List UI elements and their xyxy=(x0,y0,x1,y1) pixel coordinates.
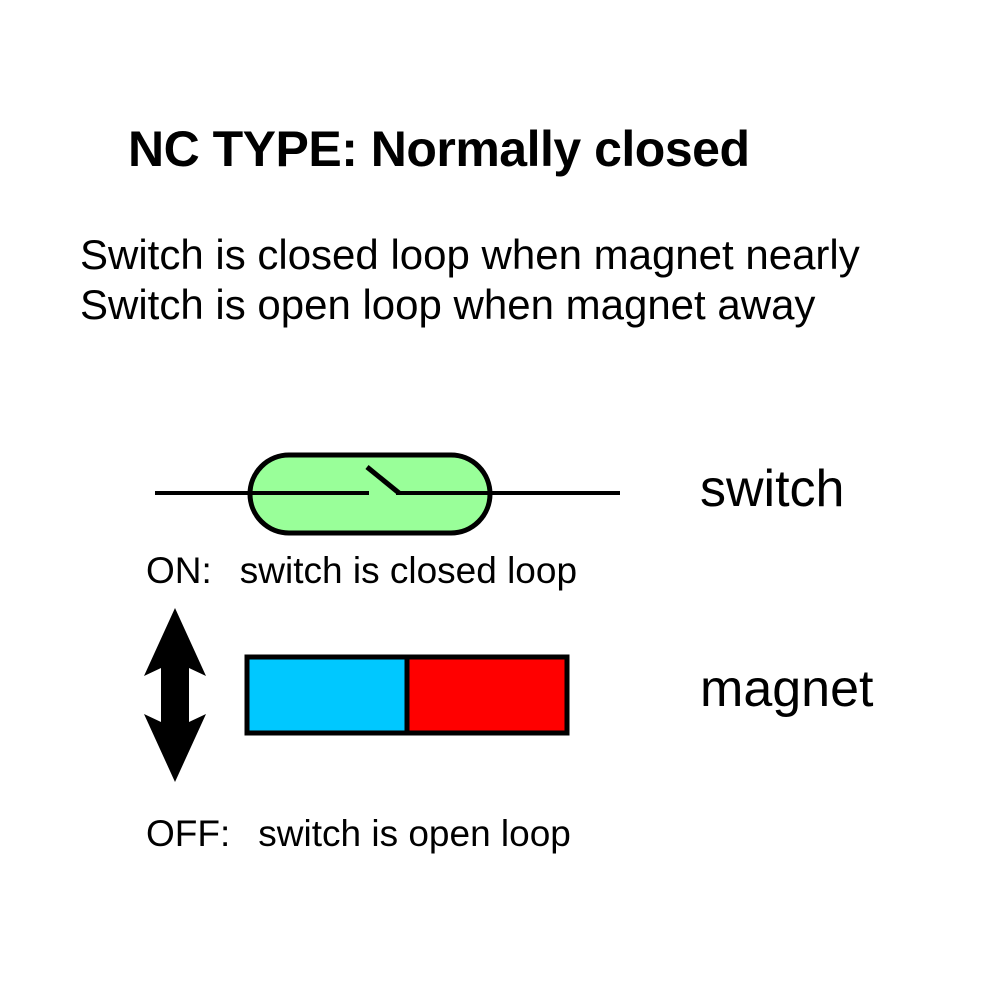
state-off-description: switch is open loop xyxy=(258,813,571,854)
state-on-key: ON: xyxy=(146,550,212,591)
vertical-double-arrow-icon xyxy=(144,608,206,782)
switch-label: switch xyxy=(700,460,845,518)
subtitle-line-1: Switch is closed loop when magnet nearly xyxy=(80,231,860,278)
state-on-description: switch is closed loop xyxy=(239,550,578,591)
magnet-pole-red[interactable] xyxy=(404,654,570,736)
subtitle-line-2: Switch is open loop when magnet away xyxy=(80,281,816,328)
switch-contact-blade[interactable] xyxy=(365,465,401,495)
state-row-off: OFF: switch is open loop xyxy=(146,815,571,852)
state-off-key: OFF: xyxy=(146,813,231,854)
reed-switch-capsule[interactable] xyxy=(247,452,493,536)
page-title: NC TYPE: Normally closed xyxy=(128,121,750,177)
subtitle-block: Switch is closed loop when magnet nearly… xyxy=(80,230,960,330)
magnet-label: magnet xyxy=(700,660,874,718)
state-row-on: ON: switch is closed loop xyxy=(146,552,577,589)
magnet-pole-blue[interactable] xyxy=(244,654,410,736)
